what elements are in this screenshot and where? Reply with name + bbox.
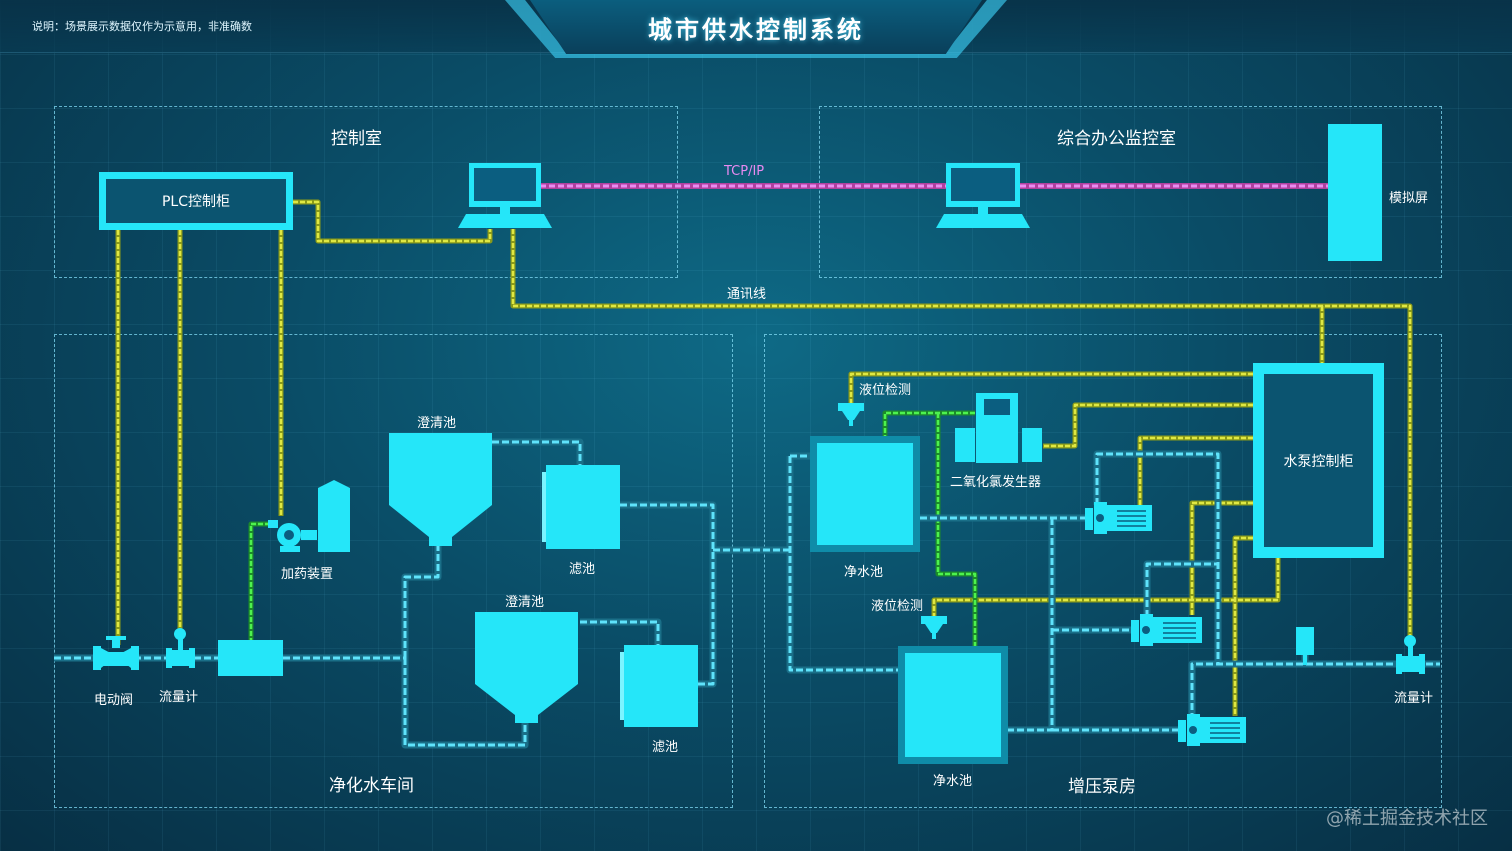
mixer-box-icon: [218, 640, 283, 676]
clarifier-1-icon: [389, 433, 492, 546]
level-detect-2-label: 液位检测: [871, 599, 924, 614]
filter-1-icon: [542, 465, 620, 549]
flow-meter-right-icon: [1396, 635, 1425, 674]
filter-2-label: 滤池: [652, 740, 679, 755]
plc-cabinet[interactable]: PLC控制柜: [99, 172, 293, 230]
clarifier-1-label: 澄清池: [417, 416, 457, 431]
simulation-screen-label: 模拟屏: [1389, 191, 1429, 206]
flow-meter-left-label: 流量计: [159, 690, 199, 705]
electric-valve-label: 电动阀: [94, 693, 134, 708]
control-room-label: 控制室: [331, 129, 382, 149]
control-room-computer-icon: [458, 163, 552, 228]
page-title: 城市供水控制系统: [648, 16, 864, 44]
flow-meter-left-icon: [166, 628, 195, 668]
filter-1-label: 滤池: [569, 562, 596, 577]
dosing-device-icon: [268, 480, 350, 552]
level-detect-1-label: 液位检测: [859, 383, 912, 398]
clean-pool-2-label: 净水池: [933, 774, 973, 789]
clean-pool-1-label: 净水池: [844, 565, 884, 580]
water-pipes: [54, 438, 1440, 749]
booster-pump-room-label: 增压泵房: [1068, 777, 1136, 797]
chlorine-generator-label: 二氧化氯发生器: [950, 475, 1042, 490]
office-monitor-room-label: 综合办公监控室: [1057, 129, 1176, 149]
clarifier-2-label: 澄清池: [505, 595, 545, 610]
pump-2-icon: [1131, 614, 1202, 646]
clean-pool-1-icon: [810, 436, 920, 552]
tcp-ip-label: TCP/IP: [724, 164, 765, 179]
flow-meter-right-label: 流量计: [1394, 691, 1434, 706]
region-purification-workshop: [54, 334, 733, 808]
disclaimer-note: 说明：场景展示数据仅作为示意用，非准确数: [32, 20, 252, 33]
pump-3-icon: [1178, 714, 1246, 746]
clean-pool-2-icon: [898, 646, 1008, 764]
region-control-room: [54, 106, 678, 278]
electric-valve-icon: [93, 636, 139, 670]
office-computer-icon: [936, 163, 1030, 228]
watermark: @稀土掘金技术社区: [1326, 808, 1488, 829]
comm-line-label: 通讯线: [727, 287, 767, 302]
chlorine-generator-icon: [955, 393, 1042, 463]
title-plate: [530, 0, 982, 54]
level-sensor-1-icon: [838, 403, 864, 426]
pipe-sensor-icon: [1296, 627, 1314, 665]
region-office-monitor-room: [819, 106, 1442, 278]
pump-control-cabinet-label: 水泵控制柜: [1264, 374, 1373, 547]
dosing-device-label: 加药装置: [281, 567, 334, 582]
filter-2-icon: [620, 645, 698, 727]
plc-cabinet-label: PLC控制柜: [106, 179, 286, 223]
pump-control-cabinet[interactable]: 水泵控制柜: [1253, 363, 1384, 558]
purification-workshop-label: 净化水车间: [329, 776, 414, 796]
simulation-screen[interactable]: [1328, 124, 1382, 261]
region-booster-pump-room: [764, 334, 1442, 808]
clarifier-2-icon: [475, 612, 578, 723]
level-sensor-2-icon: [921, 616, 947, 639]
pump-1-icon: [1085, 502, 1152, 534]
